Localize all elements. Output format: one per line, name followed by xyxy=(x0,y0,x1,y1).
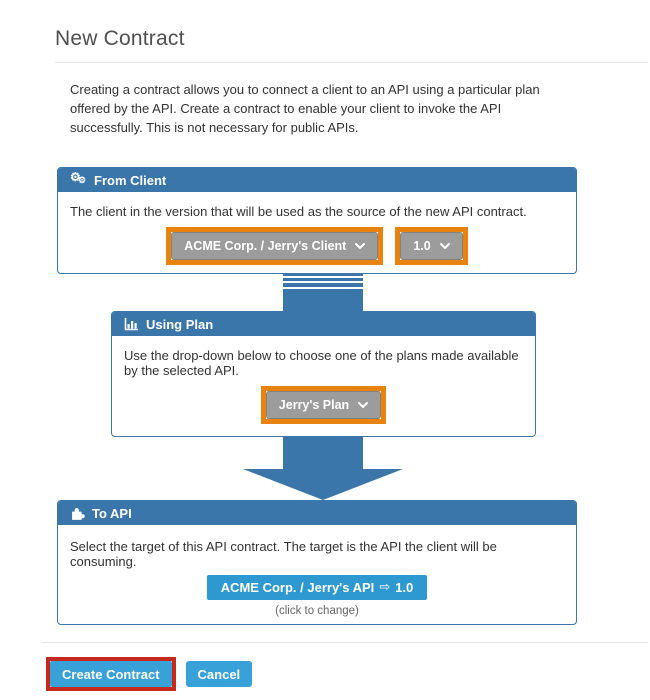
cancel-button[interactable]: Cancel xyxy=(185,661,253,687)
plan-dropdown[interactable]: Jerry's Plan xyxy=(265,391,382,419)
client-dropdown-highlight: ACME Corp. / Jerry's Client xyxy=(166,227,384,265)
plan-dropdown-highlight: Jerry's Plan xyxy=(260,386,387,424)
api-select-button[interactable]: ACME Corp. / Jerry's API ⇨ 1.0 xyxy=(206,575,428,600)
plan-row: Jerry's Plan xyxy=(124,386,523,424)
from-client-header: ⚙ ⚙ From Client xyxy=(58,168,576,192)
client-version-row: ACME Corp. / Jerry's Client 1.0 xyxy=(70,227,564,265)
chevron-down-icon xyxy=(355,242,366,249)
client-dropdown-label: ACME Corp. / Jerry's Client xyxy=(184,239,347,253)
version-dropdown-highlight: 1.0 xyxy=(395,227,468,265)
plan-dropdown-label: Jerry's Plan xyxy=(278,398,350,412)
using-plan-title: Using Plan xyxy=(146,316,214,332)
to-api-description: Select the target of this API contract. … xyxy=(70,539,497,569)
footer-divider xyxy=(42,642,648,643)
using-plan-panel: Using Plan Use the drop-down below to ch… xyxy=(111,311,536,437)
version-dropdown[interactable]: 1.0 xyxy=(400,232,463,260)
click-to-change-hint: (click to change) xyxy=(275,605,359,617)
to-api-header: To API xyxy=(58,501,576,525)
cogs-icon: ⚙ ⚙ xyxy=(70,169,87,185)
api-select-row: ACME Corp. / Jerry's API ⇨ 1.0 xyxy=(70,575,564,600)
title-divider xyxy=(55,62,648,63)
to-api-body: Select the target of this API contract. … xyxy=(58,525,576,624)
using-plan-body: Use the drop-down below to choose one of… xyxy=(112,336,535,436)
version-dropdown-label: 1.0 xyxy=(413,239,431,253)
create-contract-button[interactable]: Create Contract xyxy=(50,661,172,687)
from-client-body: The client in the version that will be u… xyxy=(58,192,576,273)
arrow-down-icon xyxy=(283,274,363,311)
from-client-panel: ⚙ ⚙ From Client The client in the versio… xyxy=(57,167,577,274)
api-name-label: ACME Corp. / Jerry's API xyxy=(220,580,375,595)
from-client-description: The client in the version that will be u… xyxy=(70,204,527,219)
to-api-title: To API xyxy=(92,505,132,521)
using-plan-description: Use the drop-down below to choose one of… xyxy=(124,348,519,378)
intro-text: Creating a contract allows you to connec… xyxy=(70,82,540,135)
chevron-down-icon xyxy=(439,242,450,249)
to-api-panel: To API Select the target of this API con… xyxy=(57,500,577,625)
arrow-right-icon: ⇨ xyxy=(379,578,391,594)
from-client-title: From Client xyxy=(94,172,167,188)
create-contract-highlight: Create Contract xyxy=(46,657,176,691)
using-plan-header: Using Plan xyxy=(112,312,535,336)
bar-chart-icon xyxy=(124,317,138,330)
chevron-down-icon xyxy=(358,401,369,408)
page-title: New Contract xyxy=(55,27,185,50)
arrow-down-icon xyxy=(55,437,648,500)
api-version-label: 1.0 xyxy=(395,580,414,595)
form-actions: Create Contract Cancel xyxy=(46,657,648,691)
client-dropdown[interactable]: ACME Corp. / Jerry's Client xyxy=(171,232,379,260)
puzzle-piece-icon xyxy=(72,508,85,520)
